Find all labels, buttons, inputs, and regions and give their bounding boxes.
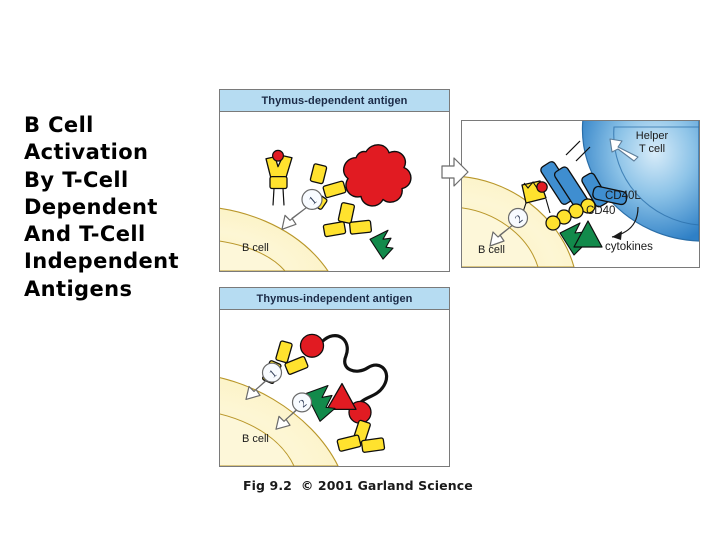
protein-antigen	[342, 144, 412, 207]
panel-thymus-dependent: Thymus-dependent antigen	[219, 89, 450, 272]
panel-thymus-independent-body: 1 2 B cell	[220, 310, 449, 466]
panel-thymus-dependent-header: Thymus-dependent antigen	[220, 90, 449, 112]
activation-arrow-green	[559, 220, 603, 256]
b-cell-label: B cell	[242, 433, 269, 445]
helper-t-cell-pointer	[609, 138, 639, 162]
cd40l-label: CD40L	[605, 190, 641, 202]
helper-t-cell-label-line2: T cell	[639, 143, 665, 155]
signal-two-arrow: 2	[489, 207, 529, 247]
panel-thymus-independent-header: Thymus-independent antigen	[220, 288, 449, 310]
helper-t-interaction-diagram: 2 Helper T cell CD40L CD40 cytokines B c…	[462, 121, 699, 267]
activation-arrow-green	[369, 229, 394, 260]
thymus-dependent-diagram: 1 B cell	[220, 144, 412, 271]
panel-helper-t-body: 2 Helper T cell CD40L CD40 cytokines B c…	[462, 121, 699, 267]
b-cell-label: B cell	[242, 242, 269, 254]
thymus-independent-diagram: 1 2 B cell	[220, 333, 389, 466]
cytokines-label: cytokines	[605, 241, 653, 253]
cd40-molecule	[545, 198, 596, 231]
cd40-label: CD40	[586, 205, 615, 217]
signal-one-arrow: 1	[245, 362, 283, 401]
signal-one-arrow: 1	[281, 188, 323, 230]
cytokine-arrow-head	[612, 231, 622, 240]
helper-t-cell-label-line1: Helper	[636, 130, 669, 142]
panel-thymus-independent: Thymus-independent antigen	[219, 287, 450, 467]
panel-helper-t-interaction: 2 Helper T cell CD40L CD40 cytokines B c…	[461, 120, 700, 268]
panel-thymus-dependent-body: 1 B cell	[220, 112, 449, 271]
tcr-mhc-peptide-complex	[521, 140, 591, 216]
figure-caption: Fig 9.2 © 2001 Garland Science	[243, 478, 473, 493]
cd40l-molecule	[581, 172, 628, 208]
activation-arrow-green	[305, 384, 336, 422]
b-cell-nucleus	[220, 240, 286, 271]
page-title: B Cell Activation By T-Cell Dependent An…	[24, 113, 179, 301]
signal-two-arrow: 2	[275, 392, 313, 430]
bound-epitope	[271, 149, 284, 162]
polysaccharide-backbone	[320, 334, 389, 411]
b-cell-nucleus	[220, 413, 295, 466]
repeating-epitope	[299, 333, 325, 358]
second-signal-triangle	[326, 382, 357, 411]
peptide-epitope	[536, 181, 548, 193]
b-cell-label: B cell	[478, 244, 505, 256]
b-cell-receptor	[265, 149, 293, 206]
